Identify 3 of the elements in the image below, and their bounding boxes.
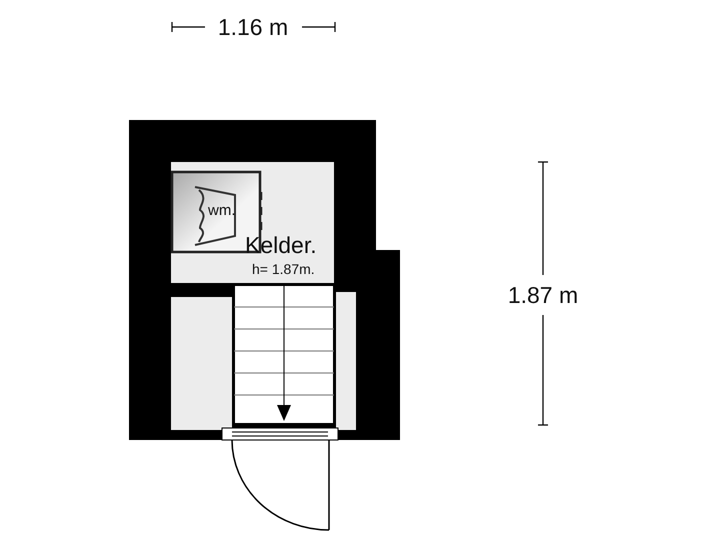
- dimension-label: 1.87 m: [508, 284, 578, 306]
- ceiling-height-label: h= 1.87m.: [252, 262, 315, 276]
- dimension-label: 1.16 m: [218, 16, 288, 38]
